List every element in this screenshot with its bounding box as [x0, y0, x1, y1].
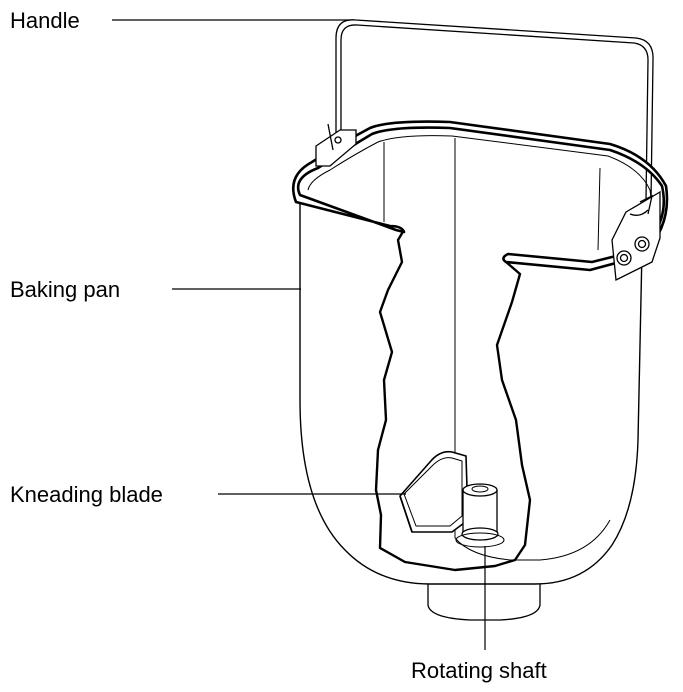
pan-rim-inner — [307, 135, 652, 231]
pan-inner-walls — [383, 138, 611, 561]
pan-body — [299, 195, 643, 585]
baking-pan-label: Baking pan — [10, 277, 120, 302]
handle-bracket-left — [315, 123, 357, 167]
kneading-blade-label: Kneading blade — [10, 482, 163, 507]
cutaway-left-edge — [374, 229, 532, 572]
handle-label: Handle — [10, 8, 80, 33]
rotating-shaft-label: Rotating shaft — [411, 658, 547, 683]
kneading-blade — [399, 450, 469, 533]
pan-base-connector — [427, 584, 541, 621]
handle-bracket-right — [611, 190, 661, 282]
rotating-shaft — [455, 483, 505, 548]
handle-wire — [335, 19, 654, 201]
